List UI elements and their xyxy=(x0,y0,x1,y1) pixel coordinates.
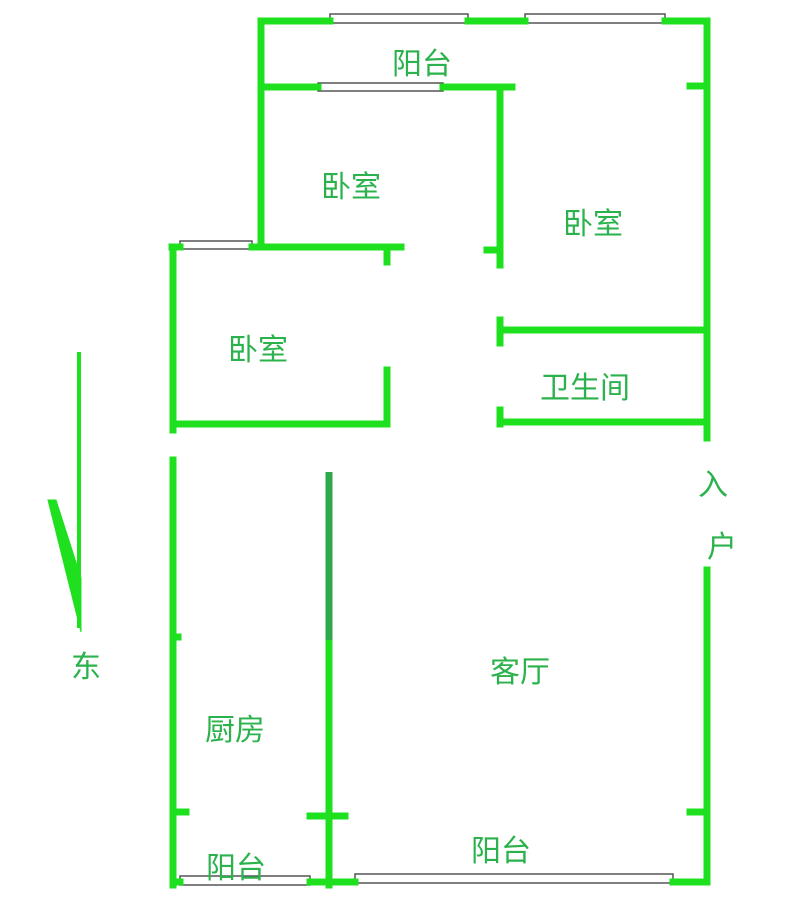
label-balcony-south: 阳台 xyxy=(471,834,531,869)
label-kitchen: 厨房 xyxy=(205,713,265,748)
label-balcony-kitchen: 阳台 xyxy=(206,851,266,886)
label-bathroom: 卫生间 xyxy=(540,371,630,406)
label-bedroom-c: 卧室 xyxy=(228,333,288,368)
arrow-down-icon xyxy=(47,499,82,633)
compass xyxy=(47,352,82,633)
window-north-2 xyxy=(524,13,666,24)
window-west xyxy=(179,240,253,250)
window-north-1 xyxy=(329,13,469,24)
compass-label-east: 东 xyxy=(71,650,101,685)
walls xyxy=(168,17,711,889)
label-balcony-north: 阳台 xyxy=(392,47,452,82)
label-entrance-1: 入 xyxy=(698,468,728,503)
label-bedroom-b: 卧室 xyxy=(563,207,623,242)
window-bedroom-a xyxy=(317,82,444,92)
label-entrance-2: 户 xyxy=(707,530,737,565)
windows xyxy=(179,13,674,886)
label-bedroom-a: 卧室 xyxy=(321,170,381,205)
window-south xyxy=(354,873,674,884)
label-living-room: 客厅 xyxy=(490,655,550,690)
